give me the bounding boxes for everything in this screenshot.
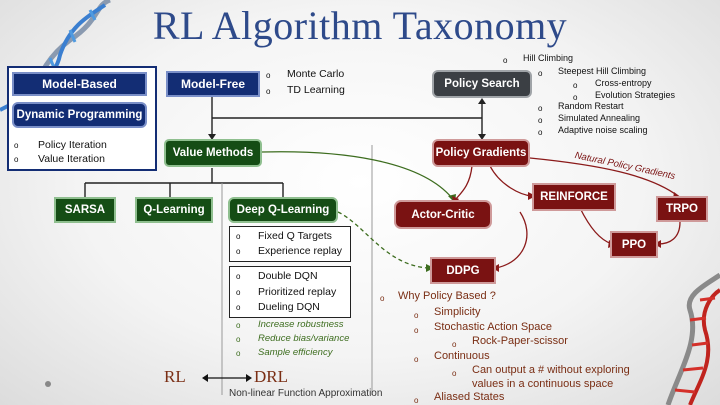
hill-climbing-label: Hill Climbing (523, 53, 574, 63)
bullet-icon: o (414, 311, 419, 320)
cross-entropy-label: Cross-entropy (595, 78, 652, 88)
bullet-icon: o (236, 303, 241, 312)
slide-dot (45, 381, 51, 387)
bullet-icon: o (538, 116, 543, 125)
bullet-icon: o (266, 71, 271, 80)
ddpg-node[interactable]: DDPG (430, 257, 496, 284)
aliased-states-label: Aliased States (434, 391, 505, 403)
bullet-icon: o (236, 321, 241, 330)
bullet-icon: o (14, 141, 19, 150)
value-iteration-label: Value Iteration (38, 153, 105, 165)
rock-paper-scissor-label: Rock-Paper-scissor (472, 335, 568, 347)
bullet-icon: o (414, 396, 419, 405)
deep-q-learning-node[interactable]: Deep Q-Learning (228, 197, 338, 223)
bullet-icon: o (14, 155, 19, 164)
policy-gradients-node[interactable]: Policy Gradients (432, 139, 530, 167)
bullet-icon: o (236, 232, 241, 241)
bullet-icon: o (573, 81, 578, 90)
prioritized-replay-label: Prioritized replay (258, 286, 337, 298)
bullet-icon: o (538, 128, 543, 137)
adaptive-noise-scaling-label: Adaptive noise scaling (558, 125, 648, 135)
q-learning-node[interactable]: Q-Learning (135, 197, 213, 223)
nonlinear-fa-label: Non-linear Function Approximation (229, 388, 383, 399)
bullet-icon: o (236, 335, 241, 344)
ppo-node[interactable]: PPO (610, 231, 658, 258)
bullet-icon: o (236, 247, 241, 256)
page-title: RL Algorithm Taxonomy (152, 3, 568, 48)
increase-robustness-label: Increase robustness (258, 319, 344, 330)
dq-group-1 (229, 226, 351, 262)
continuous-label: Continuous (434, 350, 490, 362)
bullet-icon: o (538, 69, 543, 78)
double-dqn-label: Double DQN (258, 270, 318, 282)
policy-search-node[interactable]: Policy Search (432, 70, 532, 98)
monte-carlo-label: Monte Carlo (287, 68, 345, 80)
trpo-node[interactable]: TRPO (656, 196, 708, 222)
arrowheads (208, 98, 486, 140)
vm-to-ac-curve (261, 151, 453, 199)
drl-label: DRL (254, 367, 288, 386)
rl-drl-arrow (202, 374, 252, 382)
sample-efficiency-label: Sample efficiency (258, 347, 333, 358)
continuous-detail-line1: Can output a # without exploring (472, 364, 630, 376)
evolution-strategies-label: Evolution Strategies (595, 90, 676, 100)
dq-to-ddpg-curve (337, 211, 429, 269)
steepest-hill-climbing-label: Steepest Hill Climbing (558, 66, 647, 76)
reinforce-node[interactable]: REINFORCE (532, 183, 616, 211)
reduce-bias-variance-label: Reduce bias/variance (258, 333, 350, 344)
dueling-dqn-label: Dueling DQN (258, 301, 320, 313)
dynamic-programming-node[interactable]: Dynamic Programming (12, 102, 147, 128)
bullet-icon: o (236, 272, 241, 281)
bullet-icon: o (380, 294, 385, 303)
bullet-icon: o (266, 87, 271, 96)
bullet-icon: o (452, 340, 457, 349)
dna-helix-bottom-right (665, 272, 720, 405)
model-free-node[interactable]: Model-Free (166, 71, 260, 97)
policy-iteration-label: Policy Iteration (38, 139, 107, 151)
actor-critic-node[interactable]: Actor-Critic (394, 200, 492, 229)
bullet-icon: o (414, 326, 419, 335)
bullet-icon: o (573, 93, 578, 102)
why-policy-heading: Why Policy Based ? (398, 290, 496, 302)
simulated-annealing-label: Simulated Annealing (558, 113, 641, 123)
bullet-icon: o (452, 369, 457, 378)
bullet-icon: o (236, 288, 241, 297)
bullet-icon: o (414, 355, 419, 364)
fixed-q-targets-label: Fixed Q Targets (258, 230, 332, 242)
model-based-node[interactable]: Model-Based (12, 72, 147, 96)
bullet-icon: o (236, 349, 241, 358)
continuous-detail-line2: values in a continuous space (472, 378, 614, 390)
stochastic-action-space-label: Stochastic Action Space (434, 321, 553, 333)
bullet-icon: o (538, 104, 543, 113)
dq-group-2 (229, 266, 351, 318)
bullet-icon: o (503, 56, 508, 65)
value-methods-node[interactable]: Value Methods (164, 139, 262, 167)
connector-lines (84, 97, 483, 197)
sarsa-node[interactable]: SARSA (54, 197, 116, 223)
random-restart-label: Random Restart (558, 101, 624, 111)
simplicity-label: Simplicity (434, 306, 481, 318)
rl-label: RL (164, 367, 186, 386)
td-learning-label: TD Learning (287, 84, 345, 96)
experience-replay-label: Experience replay (258, 245, 343, 257)
